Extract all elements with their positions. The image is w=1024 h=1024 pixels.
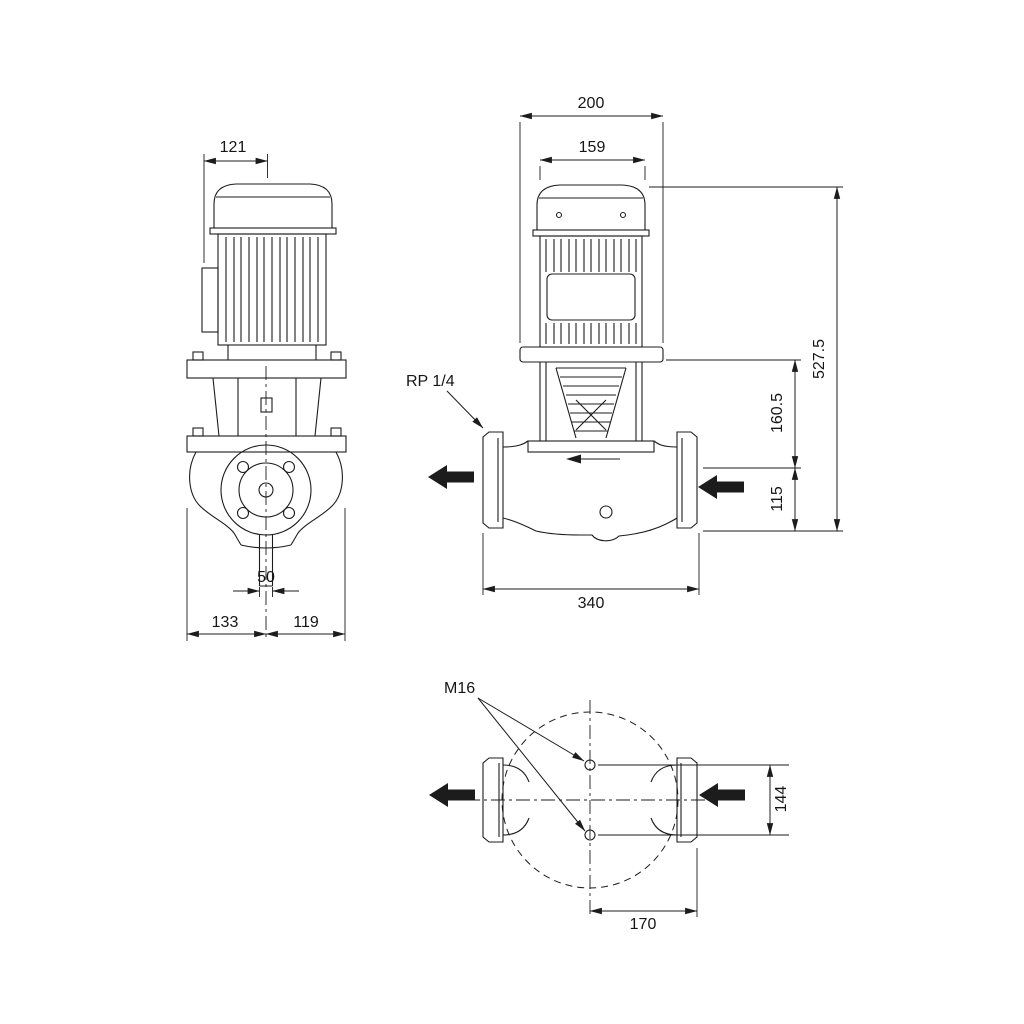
m16-label: M16 bbox=[444, 680, 475, 697]
rp-quarter-label: RP 1/4 bbox=[406, 373, 455, 390]
dim-340-label: 340 bbox=[578, 595, 605, 612]
dim-port-bore: 50 bbox=[233, 569, 299, 597]
side-motor-stool-top-plate bbox=[186, 359, 347, 379]
side-coupling-window bbox=[260, 397, 273, 413]
dim-hole-spacing: 144 bbox=[598, 764, 790, 836]
flange-bolt-hole bbox=[236, 460, 250, 474]
tapping-callout: RP 1/4 bbox=[406, 373, 484, 429]
dim-133-label: 133 bbox=[212, 614, 239, 631]
dim-170-label: 170 bbox=[630, 916, 657, 933]
side-fan-cover bbox=[213, 183, 333, 229]
dim-fan-cover-width: 200 bbox=[519, 95, 664, 343]
top-outlet-flange bbox=[482, 757, 504, 843]
dim-motor-to-center: 121 bbox=[203, 139, 268, 263]
dim-base-to-center: 115 bbox=[769, 467, 799, 532]
dim-144-label: 144 bbox=[773, 786, 790, 813]
dim-motor-body-width: 159 bbox=[539, 139, 646, 180]
top-view: M16 144 170 bbox=[429, 680, 790, 933]
side-view: 121 50 133 119 bbox=[186, 139, 347, 641]
front-chamber-stack bbox=[555, 367, 627, 439]
dim-200-label: 200 bbox=[578, 95, 605, 112]
m16-hole-lower bbox=[584, 829, 596, 841]
front-view: RP 1/4 200 159 527.5 160.5 bbox=[406, 95, 843, 612]
dim-119-label: 119 bbox=[293, 614, 319, 631]
m16-hole-upper bbox=[584, 759, 596, 771]
front-view-pump-art bbox=[482, 184, 698, 542]
side-view-pump-art bbox=[186, 183, 347, 587]
flange-bolt-hole bbox=[282, 506, 296, 520]
dim-527-label: 527.5 bbox=[811, 339, 828, 379]
side-motor-fins bbox=[225, 237, 319, 342]
flange-bolt-hole bbox=[236, 506, 250, 520]
dim-center-to-flange-face: 170 bbox=[589, 848, 698, 933]
flow-direction-arrow-inlet bbox=[698, 475, 744, 499]
thread-callout: M16 bbox=[444, 680, 586, 832]
dim-center-to-motor-flange: 160.5 bbox=[666, 359, 801, 469]
top-flow-arrow-inlet bbox=[699, 783, 745, 807]
dim-115-label: 115 bbox=[769, 486, 786, 512]
front-motor-fins-bottom bbox=[545, 323, 637, 344]
internal-flow-arrow bbox=[566, 454, 620, 464]
front-nameplate bbox=[546, 273, 636, 321]
dim-159-label: 159 bbox=[579, 139, 606, 156]
dim-total-height: 527.5 bbox=[649, 186, 843, 532]
side-motor-stool-bottom-plate bbox=[186, 435, 347, 453]
flow-direction-arrow-outlet bbox=[428, 465, 474, 489]
side-terminal-box bbox=[201, 267, 219, 333]
dim-160-label: 160.5 bbox=[769, 393, 786, 433]
front-volute-bottom bbox=[502, 517, 678, 542]
dim-base-widths: 133 119 bbox=[186, 508, 346, 641]
dim-121-label: 121 bbox=[220, 139, 247, 156]
top-inlet-flange bbox=[676, 757, 698, 843]
outlet-flange bbox=[482, 431, 504, 529]
inlet-flange bbox=[676, 431, 698, 529]
front-motor-flange bbox=[519, 346, 664, 363]
top-view-pump-art bbox=[482, 757, 698, 843]
dim-port-to-port: 340 bbox=[482, 533, 700, 612]
drain-plug bbox=[599, 505, 613, 519]
front-fan-cover bbox=[536, 184, 646, 231]
front-motor-fins-top bbox=[545, 239, 637, 272]
top-flow-arrow-outlet bbox=[429, 783, 475, 807]
flange-bolt-hole bbox=[282, 460, 296, 474]
dim-50-label: 50 bbox=[257, 569, 275, 586]
